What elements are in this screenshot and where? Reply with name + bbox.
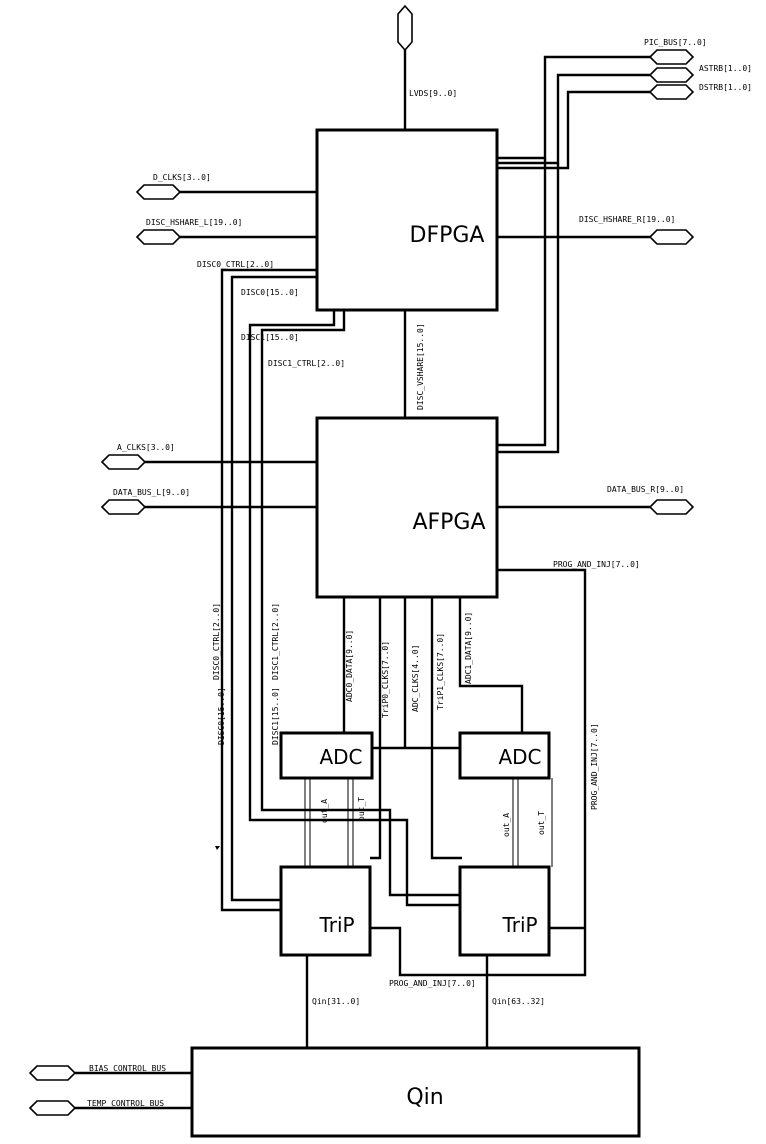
net-labels: DISC0_CTRL[2..0] DISC0[15..0] DISC1[15..… <box>197 260 640 1006</box>
adc-left-label: ADC <box>319 745 362 769</box>
data-bus-l-label: DATA_BUS_L[9..0] <box>113 488 190 497</box>
prog-and-inj-h-label: PROG_AND_INJ[7..0] <box>553 560 640 569</box>
trip0-clks-label: TriP0_CLKS[7..0] <box>381 641 390 718</box>
disc0-v-label: DISC0[15..0] <box>217 687 226 745</box>
trip-right-label: TriP <box>501 913 537 937</box>
ports <box>28 4 695 1116</box>
trip-right-block: TriP <box>458 865 551 957</box>
a-clks-label: A_CLKS[3..0] <box>117 443 175 452</box>
out-t-left-label: out_T <box>357 797 366 821</box>
d-clks-port-icon <box>135 184 182 200</box>
disc1-top-label: DISC1[15..0] <box>241 333 299 342</box>
temp-control-port-icon <box>28 1100 77 1116</box>
data-bus-r-port-icon <box>648 499 695 515</box>
dstrb-port-icon <box>648 84 695 100</box>
qin-block: Qin <box>190 1046 641 1138</box>
lvds-label: LVDS[9..0] <box>409 89 457 98</box>
adc0-data-label: ADC0_DATA[9..0] <box>345 630 354 702</box>
disc1-v-label: DISC1[15..0] <box>271 687 280 745</box>
temp-control-label: TEMP_CONTROL_BUS <box>87 1099 164 1108</box>
small-mark-icon <box>215 846 220 850</box>
trip1-clks-label: TriP1_CLKS[7..0] <box>436 633 445 710</box>
adc-clks-label: ADC_CLKS[4..0] <box>411 645 420 712</box>
astrb-port-icon <box>648 67 695 83</box>
disc0-ctrl-v-label: DISC0_CTRL[2..0] <box>212 603 221 680</box>
dstrb-label: DSTRB[1..0] <box>699 83 752 92</box>
dfpga-label: DFPGA <box>410 223 485 248</box>
disc1-ctrl-top-label: DISC1_CTRL[2..0] <box>268 359 345 368</box>
out-t-right-label: out_T <box>537 811 546 835</box>
out-a-right-label: out_A <box>502 813 511 837</box>
prog-and-inj-v-label: PROG_AND_INJ[7..0] <box>590 723 599 810</box>
disc-hshare-r-label: DISC_HSHARE_R[19..0] <box>579 215 675 224</box>
disc-hshare-l-port-icon <box>135 229 182 245</box>
data-bus-r-label: DATA_BUS_R[9..0] <box>607 485 684 494</box>
qin-label: Qin <box>406 1085 443 1110</box>
disc0-ctrl-top-label: DISC0_CTRL[2..0] <box>197 260 274 269</box>
disc-hshare-r-port-icon <box>648 229 695 245</box>
d-clks-label: D_CLKS[3..0] <box>153 173 211 182</box>
data-bus-l-port-icon <box>100 499 147 515</box>
disc-vshare-label: DISC_VSHARE[15..0] <box>416 323 425 410</box>
out-a-left-label: out_A <box>320 799 329 823</box>
bias-control-label: BIAS_CONTROL_BUS <box>89 1064 166 1073</box>
bias-control-port-icon <box>28 1065 77 1081</box>
afpga-block: AFPGA <box>315 416 499 599</box>
wires <box>75 50 650 1110</box>
disc0-top-label: DISC0[15..0] <box>241 288 299 297</box>
disc1-ctrl-v-label: DISC1_CTRL[2..0] <box>271 603 280 680</box>
lvds-port-icon <box>397 4 413 52</box>
adc-left-block: ADC <box>279 731 374 780</box>
astrb-label: ASTRB[1..0] <box>699 64 752 73</box>
trip-left-block: TriP <box>279 865 372 957</box>
port-labels: LVDS[9..0] PIC_BUS[7..0] ASTRB[1..0] DST… <box>87 38 752 1108</box>
pic-bus-label: PIC_BUS[7..0] <box>644 38 707 47</box>
adc-right-label: ADC <box>498 745 541 769</box>
prog-and-inj-bottom-label: PROG_AND_INJ[7..0] <box>389 979 476 988</box>
dfpga-block: DFPGA <box>315 128 499 312</box>
adc-right-block: ADC <box>458 731 551 780</box>
pic-bus-port-icon <box>648 49 695 65</box>
trip-left-label: TriP <box>318 913 354 937</box>
disc-hshare-l-label: DISC_HSHARE_L[19..0] <box>146 218 242 227</box>
a-clks-port-icon <box>100 454 147 470</box>
qin-63-32-label: Qin[63..32] <box>492 997 545 1006</box>
qin-31-0-label: Qin[31..0] <box>312 997 360 1006</box>
adc1-data-label: ADC1_DATA[9..0] <box>464 612 473 684</box>
afpga-label: AFPGA <box>412 510 485 535</box>
